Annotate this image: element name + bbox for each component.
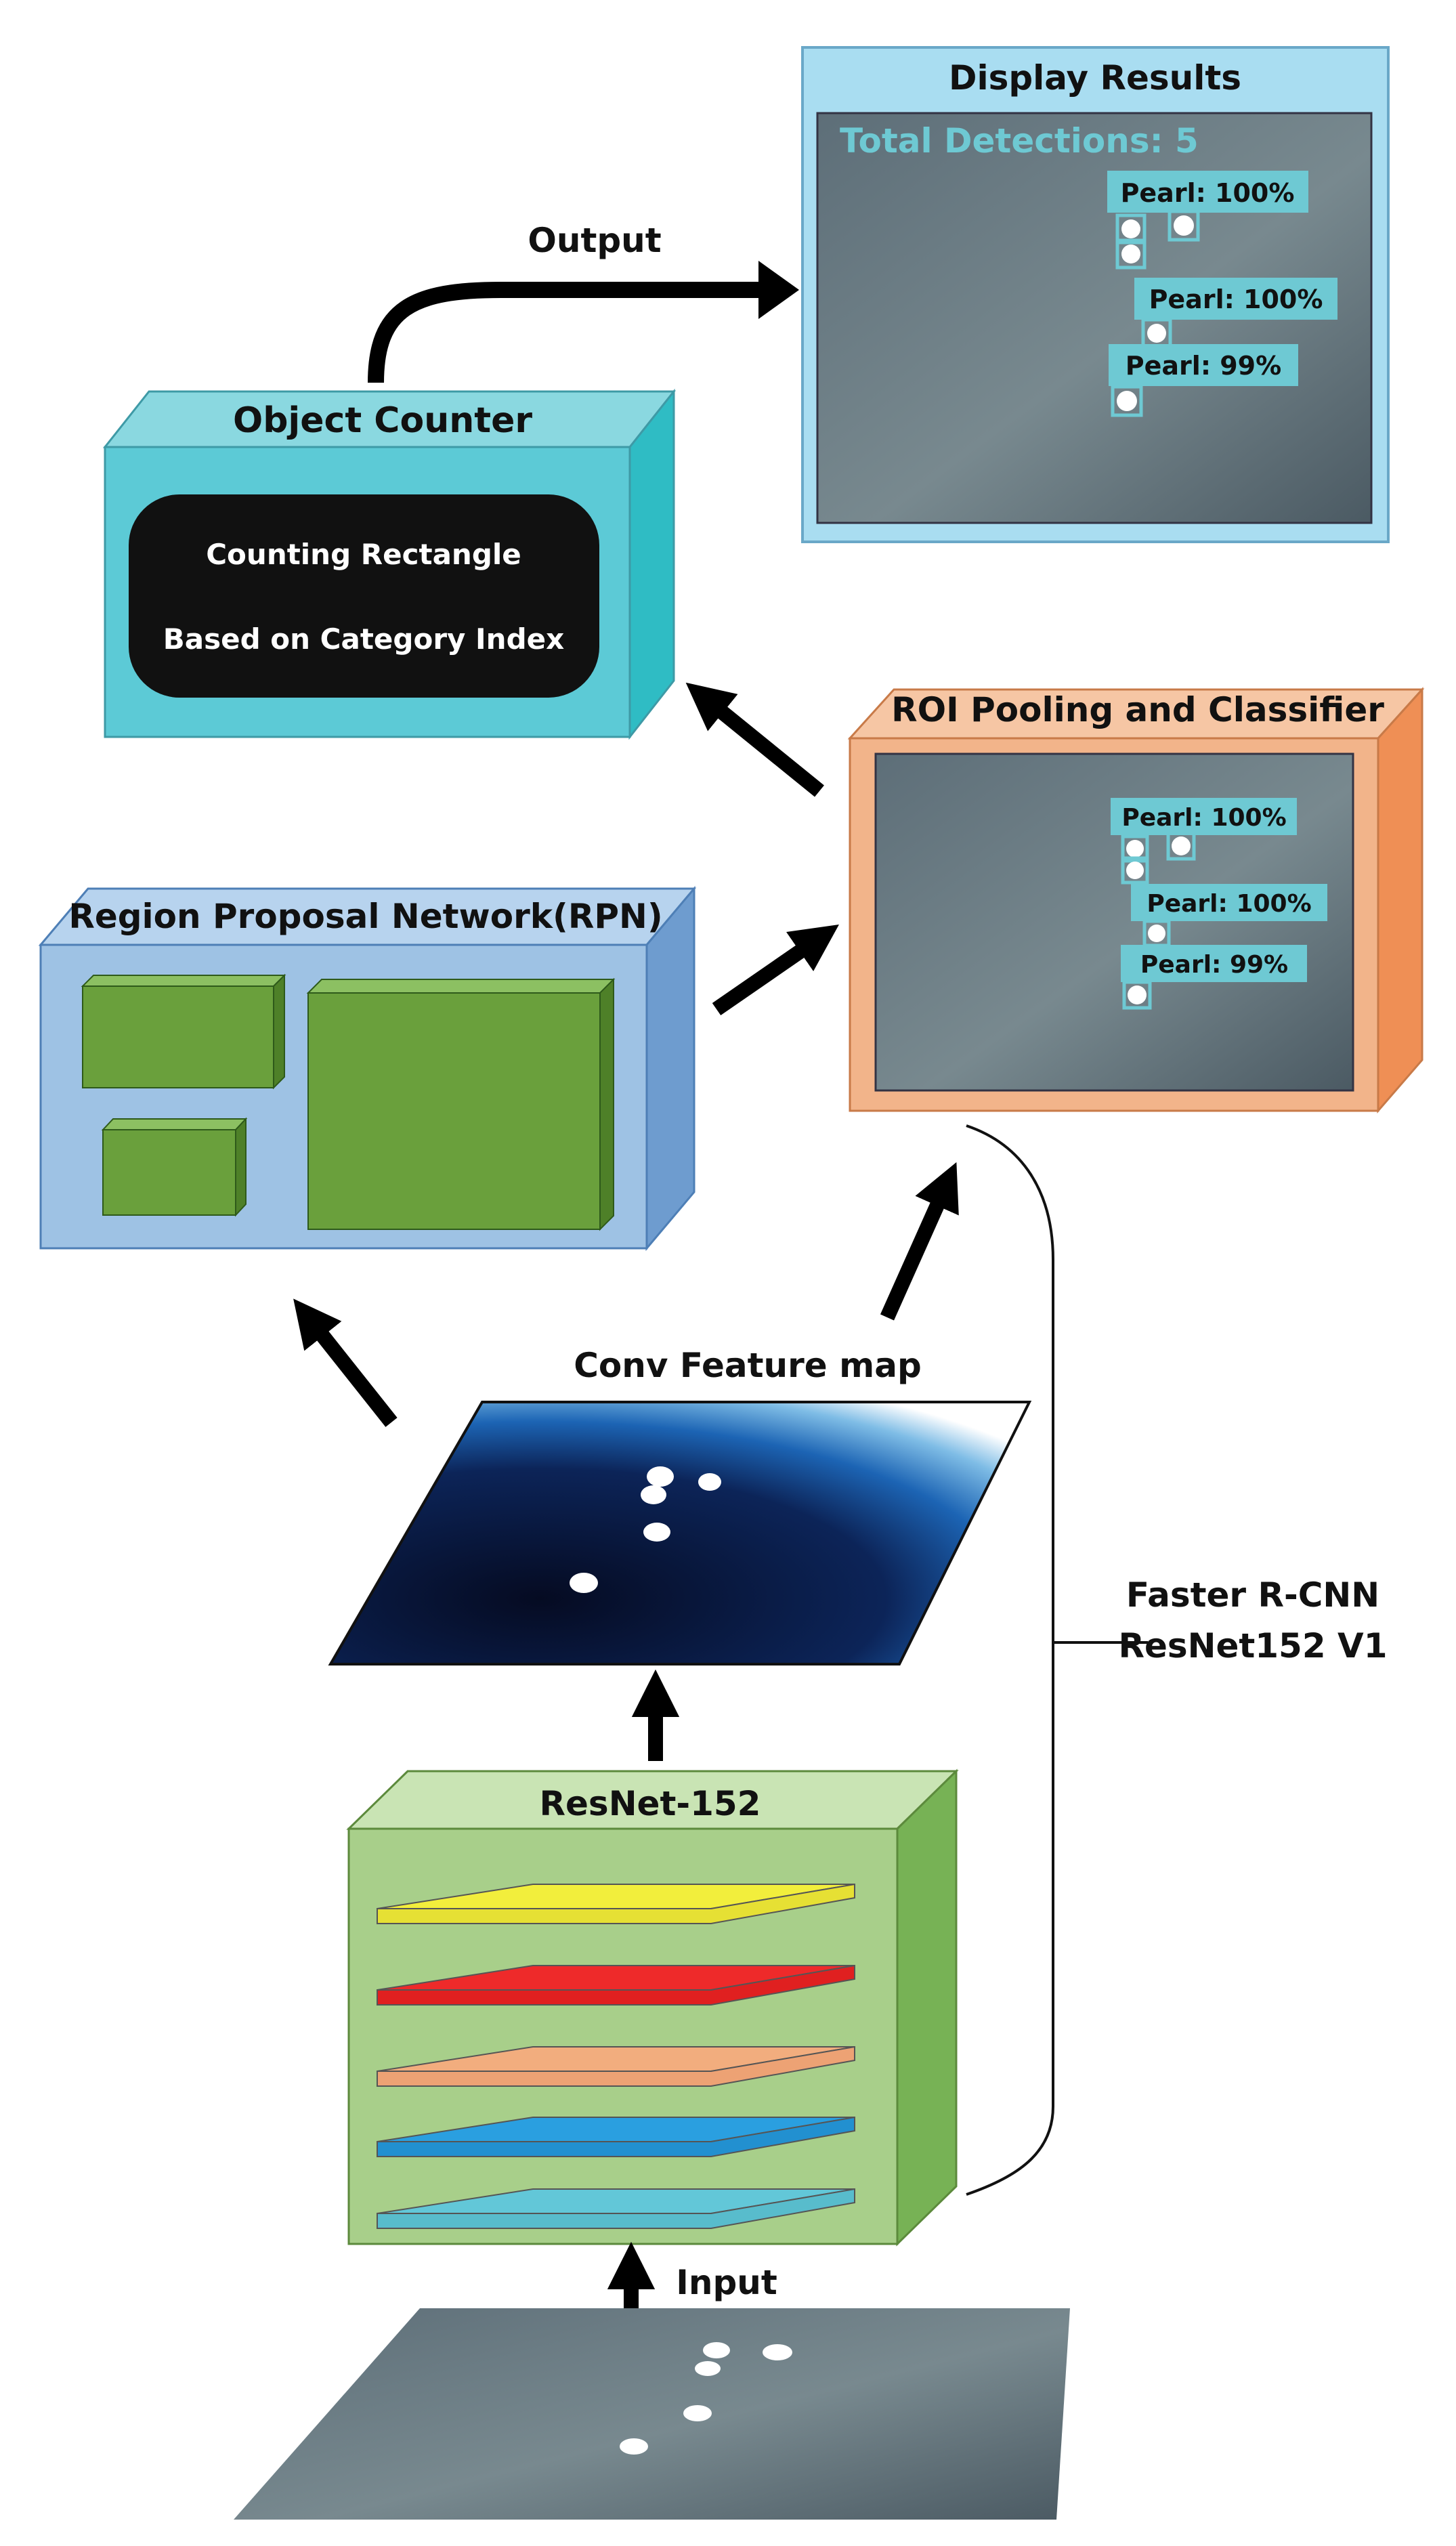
featuremap-to-roi-arrow [880, 1162, 959, 1321]
resnet-layer-2 [377, 1964, 855, 2006]
display-results-panel: Display Results Total Detections: 5 Pear… [801, 46, 1390, 543]
roi-label-2: Pearl: 100% [1147, 890, 1311, 918]
object-counter-box: Object Counter Counting Rectangle Based … [102, 388, 677, 740]
counter-line-1: Counting Rectangle [206, 538, 521, 571]
roi-to-counter-arrow [685, 682, 824, 797]
resnet-152-box: ResNet-152 [346, 1768, 959, 2247]
model-label-line-2: ResNet152 V1 [1118, 1626, 1387, 1665]
display-label-2: Pearl: 100% [1149, 284, 1323, 314]
display-results-title: Display Results [949, 58, 1241, 98]
rpn-proposal-2 [101, 1117, 248, 1217]
total-detections-text: Total Detections: 5 [840, 121, 1199, 161]
rpn-proposal-1 [81, 973, 286, 1090]
output-label: Output [528, 221, 661, 260]
counter-line-2: Based on Category Index [163, 622, 564, 656]
roi-pearl-boxes [1121, 831, 1196, 1010]
display-label-tag [1107, 171, 1308, 213]
rpn-box: Region Proposal Network(RPN) [38, 885, 697, 1252]
display-label-tag [1134, 278, 1337, 320]
roi-label-3: Pearl: 99% [1140, 951, 1288, 979]
detected-pearl-boxes [1111, 209, 1200, 417]
counting-rectangle-panel [129, 494, 599, 698]
resnet-layer-1 [377, 1883, 855, 1924]
output-arrow: Output [368, 221, 799, 383]
resnet-layer-4 [377, 2116, 855, 2157]
faster-rcnn-bracket: Faster R-CNN ResNet152 V1 [966, 1124, 1388, 2196]
rpn-proposal-3 [306, 977, 616, 1231]
input-label: Input [676, 2263, 777, 2302]
feature-map-title: Conv Feature map [574, 1346, 922, 1385]
roi-pooling-box: ROI Pooling and Classifier Pearl: 100% P… [847, 687, 1425, 1114]
roi-label-1: Pearl: 100% [1121, 804, 1286, 832]
input-image [234, 2308, 1070, 2520]
resnet-layer-3 [377, 2045, 855, 2087]
roi-title: ROI Pooling and Classifier [891, 690, 1384, 729]
object-counter-title: Object Counter [233, 400, 532, 441]
rpn-title: Region Proposal Network(RPN) [68, 897, 662, 936]
display-label-1: Pearl: 100% [1121, 178, 1295, 208]
display-label-3: Pearl: 99% [1126, 351, 1281, 381]
conv-feature-map: Conv Feature map [328, 1346, 1032, 1665]
featuremap-to-rpn-arrow [293, 1298, 398, 1427]
input-section: Input [234, 2241, 1070, 2520]
resnet-layer-5 [377, 2188, 855, 2229]
resnet-title: ResNet-152 [540, 1784, 761, 1823]
model-label-line-1: Faster R-CNN [1126, 1575, 1379, 1615]
display-label-tag [1109, 344, 1298, 386]
rpn-to-roi-arrow [712, 924, 839, 1016]
